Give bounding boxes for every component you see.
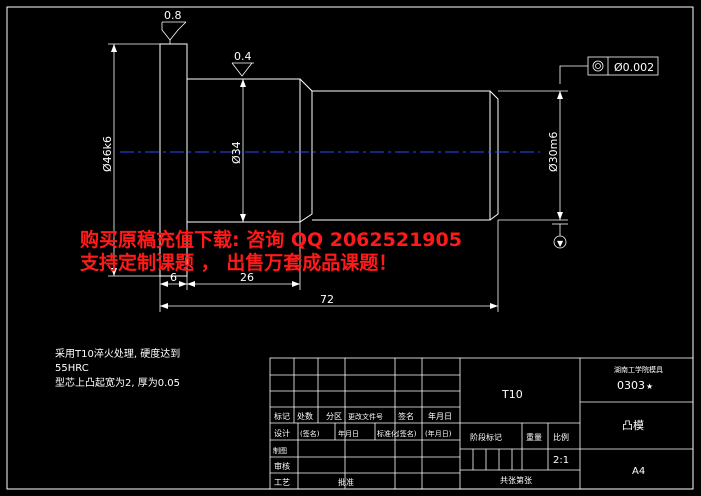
watermark-line2: 支持定制课题 ， 出售万套成品课题！ <box>79 251 397 274</box>
drawing-number: 0303 <box>617 379 645 392</box>
tolerance-frame <box>587 56 659 76</box>
dia-right-label: Ø30m6 <box>547 132 560 172</box>
row-process: 工艺 <box>274 478 290 487</box>
header-mark: 标记 <box>274 411 290 421</box>
header-zone: 分区 <box>326 412 342 421</box>
roughness-label-left: 0.8 <box>164 9 182 22</box>
row-approve: 批准 <box>338 477 354 487</box>
sheet-label: 共张第张 <box>500 475 532 485</box>
stage-label: 阶段标记 <box>470 432 502 442</box>
paper-format: A4 <box>632 466 645 477</box>
length-72-label: 72 <box>320 293 334 306</box>
datum-symbol <box>552 223 568 249</box>
row-design-sign: (签名) <box>300 429 320 438</box>
row-design-date: 年月日 <box>338 429 359 438</box>
title-block <box>269 357 694 490</box>
weight-label: 重量 <box>526 432 542 442</box>
length-6-label: 6 <box>170 271 177 284</box>
row-std-date: (年月日) <box>425 429 452 438</box>
watermark-line1: 购买原稿充值下载: 咨询 QQ 2062521905 <box>80 228 462 251</box>
scale-value: 2:1 <box>553 455 569 466</box>
length-26-label: 26 <box>240 271 254 284</box>
row-design: 设计 <box>274 428 290 438</box>
arrowheads <box>111 44 563 309</box>
datum-letter: ▼ <box>557 239 564 248</box>
drawing-number-suffix: ★ <box>646 382 653 391</box>
row-drawn: 制图 <box>273 446 287 455</box>
dimension-lines <box>108 21 588 312</box>
note-line2: 55HRC <box>55 363 89 374</box>
header-date: 年月日 <box>428 411 452 421</box>
school-label: 湖南工学院模具 <box>614 365 663 374</box>
row-std-sign: (签名) <box>397 429 417 438</box>
material-label: T10 <box>501 388 523 401</box>
row-review: 审核 <box>274 461 290 471</box>
dia-mid-label: Ø34 <box>230 141 243 164</box>
part-outline <box>159 43 499 277</box>
dia-left-label: Ø46k6 <box>101 136 114 172</box>
part-name: 凸模 <box>622 419 644 432</box>
note-line3: 型芯上凸起宽为2, 厚为0.05 <box>55 376 180 389</box>
row-std: 标准化 <box>377 429 398 438</box>
note-line1: 采用T10淬火处理, 硬度达到 <box>55 347 180 360</box>
header-docno: 更改文件号 <box>348 412 383 421</box>
scale-label: 比例 <box>553 432 569 442</box>
tolerance-value: Ø0.002 <box>614 61 654 74</box>
roughness-label-mid: 0.4 <box>234 50 252 63</box>
header-count: 处数 <box>297 411 313 421</box>
header-sign: 签名 <box>398 411 414 421</box>
